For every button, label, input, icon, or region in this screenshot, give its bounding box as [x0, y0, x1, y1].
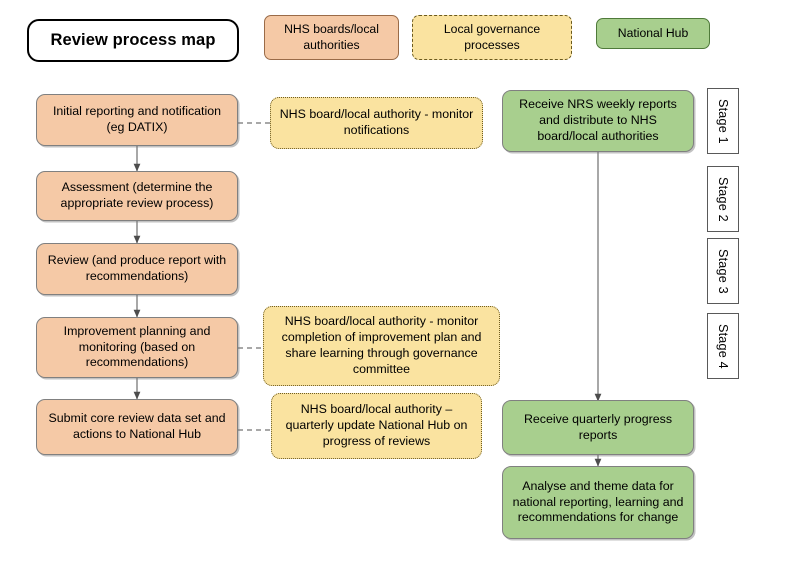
- legend-item-nhs-boards: NHS boards/local authorities: [264, 15, 399, 60]
- node-analyse-theme-data: Analyse and theme data for national repo…: [502, 466, 694, 539]
- stage-marker-1: Stage 1: [707, 88, 739, 154]
- legend-item-national-hub: National Hub: [596, 18, 710, 49]
- node-analyse-theme-data-label: Analyse and theme data for national repo…: [512, 478, 684, 525]
- legend-item-local-governance: Local governance processes: [412, 15, 572, 60]
- stage-marker-4: Stage 4: [707, 313, 739, 379]
- node-assessment-label: Assessment (determine the appropriate re…: [60, 180, 214, 210]
- node-receive-quarterly-reports-label: Receive quarterly progress reports: [523, 411, 673, 442]
- stage-marker-3-label: Stage 3: [716, 248, 730, 294]
- stage-marker-2: Stage 2: [707, 166, 739, 232]
- page-title: Review process map: [27, 19, 239, 62]
- node-receive-nrs-reports: Receive NRS weekly reports and distribut…: [502, 90, 694, 152]
- legend-label-local-governance: Local governance processes: [443, 21, 541, 52]
- stage-marker-1-label: Stage 1: [716, 98, 730, 144]
- node-initial-reporting-label: Initial reporting and notification (eg D…: [52, 104, 222, 134]
- legend-label-national-hub: National Hub: [617, 25, 689, 40]
- node-quarterly-update: NHS board/local authority – quarterly up…: [271, 393, 482, 459]
- legend-label-nhs-boards: NHS boards/local authorities: [284, 21, 379, 52]
- node-receive-quarterly-reports: Receive quarterly progress reports: [502, 400, 694, 455]
- node-assessment: Assessment (determine the appropriate re…: [36, 171, 238, 221]
- node-receive-nrs-reports-label: Receive NRS weekly reports and distribut…: [519, 97, 677, 143]
- node-monitor-notifications: NHS board/local authority - monitor noti…: [270, 97, 483, 149]
- node-improvement-planning-label: Improvement planning and monitoring (bas…: [63, 323, 211, 370]
- node-monitor-notifications-label: NHS board/local authority - monitor noti…: [279, 107, 474, 137]
- node-monitor-improvement-plan: NHS board/local authority - monitor comp…: [263, 306, 500, 386]
- node-initial-reporting: Initial reporting and notification (eg D…: [36, 94, 238, 146]
- stage-marker-3: Stage 3: [707, 238, 739, 304]
- stage-marker-2-label: Stage 2: [716, 176, 730, 222]
- node-improvement-planning: Improvement planning and monitoring (bas…: [36, 317, 238, 378]
- node-review-label: Review (and produce report with recommen…: [47, 253, 227, 283]
- node-submit-core-review-label: Submit core review data set and actions …: [48, 411, 226, 441]
- node-submit-core-review: Submit core review data set and actions …: [36, 399, 238, 455]
- stage-marker-4-label: Stage 4: [716, 323, 730, 369]
- node-review: Review (and produce report with recommen…: [36, 243, 238, 295]
- page-title-label: Review process map: [50, 30, 216, 49]
- node-quarterly-update-label: NHS board/local authority – quarterly up…: [285, 402, 468, 448]
- node-monitor-improvement-plan-label: NHS board/local authority - monitor comp…: [281, 314, 482, 376]
